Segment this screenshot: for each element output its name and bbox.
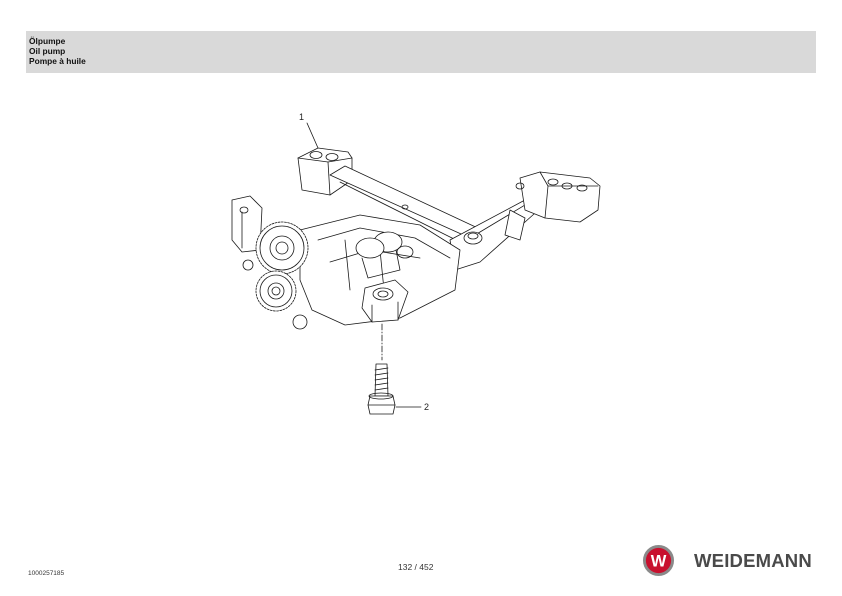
pump-housing <box>299 214 461 326</box>
drive-gear-lower <box>255 270 297 312</box>
callout-label-2: 2 <box>424 402 430 412</box>
title-english: Oil pump <box>29 46 66 57</box>
mounting-bracket-left <box>297 147 353 196</box>
gear-stub-nut-1 <box>242 259 254 271</box>
gear-stub-nut-2 <box>292 314 308 330</box>
mounting-bolt <box>367 363 396 415</box>
mounting-bracket-right <box>449 171 601 271</box>
pump-cover-boss <box>463 231 483 245</box>
title-german: Ölpumpe <box>29 36 66 46</box>
brand-wordmark: WEIDEMANN <box>694 550 812 571</box>
mounting-foot-lower <box>361 279 409 323</box>
document-number: 1000257185 <box>28 570 65 577</box>
callout-label-1: 1 <box>299 112 305 122</box>
header-band: Ölpumpe Oil pump Pompe à huile <box>26 31 816 73</box>
leader-line-1 <box>306 122 319 149</box>
title-french: Pompe à huile <box>29 56 86 67</box>
logo-letter: W <box>651 552 667 570</box>
page-counter: 132 / 452 <box>398 562 434 572</box>
drive-gear-upper <box>255 221 309 275</box>
weidemann-logo-icon: W <box>642 544 675 577</box>
